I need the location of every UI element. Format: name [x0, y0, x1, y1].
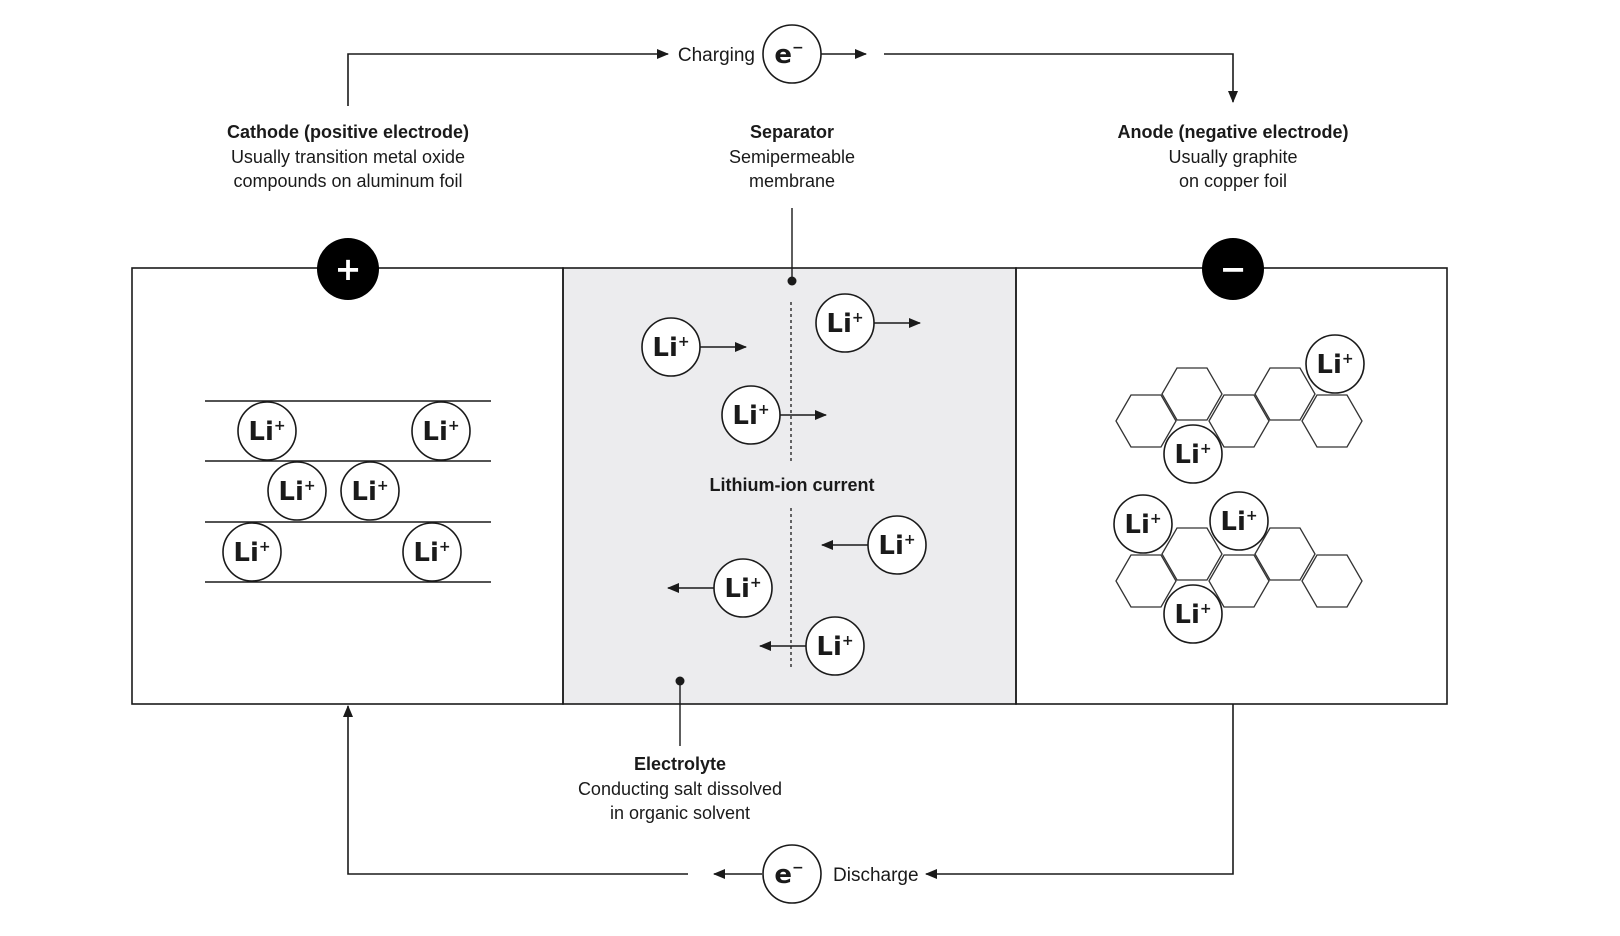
graphite-hexagon	[1161, 367, 1223, 421]
svg-text:Li+: Li+	[724, 574, 761, 604]
svg-text:Li+: Li+	[1124, 510, 1161, 540]
electrolyte-desc-1: Conducting salt dissolved	[578, 779, 782, 799]
svg-text:Li+: Li+	[1220, 507, 1257, 537]
discharge-electron: e−	[762, 844, 822, 904]
graphite-hexagon	[1254, 367, 1316, 421]
svg-text:Li+: Li+	[1316, 350, 1353, 380]
li-ion: Li+	[867, 515, 927, 575]
svg-text:Li+: Li+	[652, 333, 689, 363]
lithium-ion-current-label: Lithium-ion current	[710, 475, 875, 495]
discharge-circuit: e− Discharge	[343, 704, 1234, 904]
svg-text:Li+: Li+	[413, 538, 450, 568]
li-ion: Li+	[237, 401, 297, 461]
graphite-hexagons	[1115, 367, 1363, 608]
minus-icon: −	[1220, 250, 1247, 288]
svg-text:e−: e−	[774, 40, 803, 70]
electrolyte-region	[563, 268, 1016, 704]
charging-electron: e−	[762, 24, 822, 84]
svg-text:Li+: Li+	[248, 417, 285, 447]
ion-flow-arrows	[667, 318, 921, 651]
anode-label: Anode (negative electrode) Usually graph…	[1117, 122, 1348, 191]
li-ion: Li+	[815, 293, 875, 353]
positive-terminal: +	[317, 238, 379, 300]
li-ion: Li+	[721, 385, 781, 445]
li-ion: Li+	[1209, 491, 1269, 551]
svg-text:Li+: Li+	[422, 417, 459, 447]
charging-circuit: Charging e−	[347, 24, 1238, 106]
li-ion: Li+	[222, 522, 282, 582]
svg-text:Li+: Li+	[732, 401, 769, 431]
li-ion: Li+	[641, 317, 701, 377]
graphite-hexagon	[1301, 394, 1363, 448]
separator-pointer-dot	[787, 276, 797, 286]
li-ion: Li+	[267, 461, 327, 521]
graphite-hexagon	[1254, 527, 1316, 581]
cathode-title: Cathode (positive electrode)	[227, 122, 469, 142]
electrolyte-desc-2: in organic solvent	[610, 803, 750, 823]
graphite-hexagon	[1115, 394, 1177, 448]
charging-label: Charging	[678, 45, 755, 66]
li-ion: Li+	[1163, 424, 1223, 484]
svg-text:Li+: Li+	[816, 632, 853, 662]
electrolyte-title: Electrolyte	[634, 754, 726, 774]
li-ion: Li+	[411, 401, 471, 461]
plus-icon: +	[335, 250, 362, 288]
svg-text:e−: e−	[774, 860, 803, 890]
cathode-layers	[205, 400, 491, 583]
li-ion: Li+	[402, 522, 462, 582]
graphite-hexagon	[1301, 554, 1363, 608]
li-ion: Li+	[1163, 584, 1223, 644]
negative-terminal: −	[1202, 238, 1264, 300]
separator-desc-1: Semipermeable	[729, 147, 855, 167]
separator-title: Separator	[750, 122, 834, 142]
svg-text:Li+: Li+	[1174, 440, 1211, 470]
svg-text:Li+: Li+	[233, 538, 270, 568]
svg-text:Li+: Li+	[1174, 600, 1211, 630]
svg-text:Li+: Li+	[278, 477, 315, 507]
anode-title: Anode (negative electrode)	[1117, 122, 1348, 142]
svg-text:Li+: Li+	[826, 309, 863, 339]
li-ion: Li+	[340, 461, 400, 521]
anode-desc-2: on copper foil	[1179, 171, 1287, 191]
cathode-label: Cathode (positive electrode) Usually tra…	[227, 122, 469, 191]
graphite-hexagon	[1208, 394, 1270, 448]
anode-box	[1015, 267, 1448, 705]
anode-desc-1: Usually graphite	[1168, 147, 1297, 167]
svg-text:Li+: Li+	[351, 477, 388, 507]
graphite-hexagon	[1208, 554, 1270, 608]
li-ion: Li+	[713, 558, 773, 618]
li-ion: Li+	[805, 616, 865, 676]
li-ion: Li+	[1305, 334, 1365, 394]
separator-label: Separator Semipermeable membrane	[729, 122, 855, 191]
cathode-desc-1: Usually transition metal oxide	[231, 147, 465, 167]
electrolyte-label: Electrolyte Conducting salt dissolved in…	[578, 754, 782, 823]
separator-desc-2: membrane	[749, 171, 835, 191]
cathode-desc-2: compounds on aluminum foil	[233, 171, 462, 191]
graphite-hexagon	[1161, 527, 1223, 581]
li-ion: Li+	[1113, 494, 1173, 554]
svg-text:Li+: Li+	[878, 531, 915, 561]
discharge-label: Discharge	[833, 865, 919, 886]
graphite-hexagon	[1115, 554, 1177, 608]
